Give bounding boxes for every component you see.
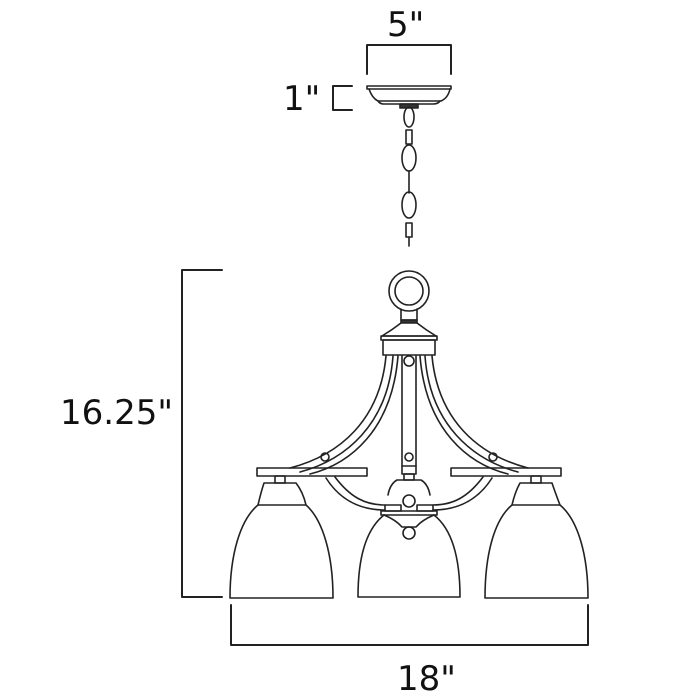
chain bbox=[401, 106, 417, 247]
left-shade bbox=[229, 475, 334, 599]
center-hub bbox=[380, 479, 438, 540]
left-arm bbox=[256, 355, 399, 511]
canopy bbox=[366, 85, 452, 109]
canopy-width-label: 5" bbox=[387, 5, 425, 45]
canopy-width-dimension bbox=[366, 44, 452, 75]
loop bbox=[381, 270, 437, 337]
width-dimension bbox=[230, 604, 589, 646]
center-shade bbox=[357, 514, 461, 598]
center-stem bbox=[401, 355, 417, 481]
fixture-width-label: 18" bbox=[397, 659, 456, 699]
right-arm bbox=[419, 355, 562, 511]
canopy-height-label: 1" bbox=[283, 79, 321, 119]
right-shade bbox=[484, 475, 589, 599]
body-cap bbox=[380, 335, 438, 356]
canopy-height-dimension bbox=[332, 85, 353, 111]
fixture-height-label: 16.25" bbox=[60, 393, 173, 433]
height-dimension bbox=[181, 269, 223, 598]
